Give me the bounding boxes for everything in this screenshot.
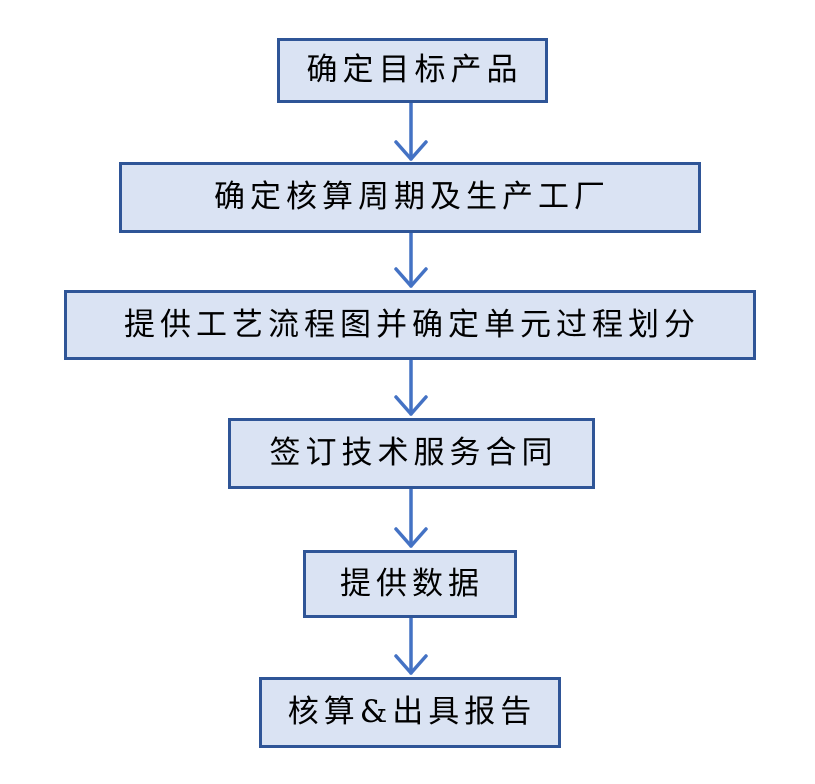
flow-step-2: 确定核算周期及生产工厂 [119,162,701,233]
flow-step-1-label: 确定目标产品 [306,52,523,88]
flow-step-4-label: 签订技术服务合同 [269,435,558,471]
arrow-down-icon [394,489,428,548]
flow-step-4: 签订技术服务合同 [228,418,595,489]
arrow-down-icon [394,618,428,675]
flow-step-5: 提供数据 [303,550,517,618]
flow-step-1: 确定目标产品 [277,38,548,103]
flow-step-6-label: 核算&出具报告 [287,694,537,730]
flow-step-3-label: 提供工艺流程图并确定单元过程划分 [124,306,700,343]
arrow-down-icon [394,103,428,161]
arrow-down-icon [394,360,428,416]
flow-step-2-label: 确定核算周期及生产工厂 [214,179,610,215]
arrow-down-icon [394,233,428,288]
flow-step-6: 核算&出具报告 [259,677,561,748]
flow-step-3: 提供工艺流程图并确定单元过程划分 [64,290,756,360]
flow-step-5-label: 提供数据 [340,565,484,602]
